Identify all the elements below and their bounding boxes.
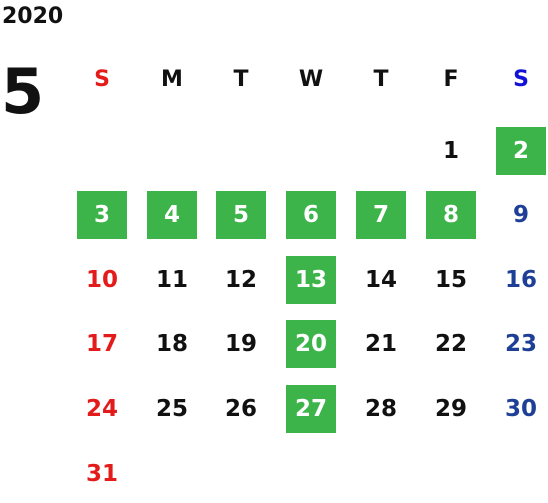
day-cell-10[interactable]: 10 (85, 266, 118, 293)
day-cell-14[interactable]: 14 (364, 266, 397, 293)
day-cell-25[interactable]: 25 (155, 395, 188, 422)
day-cell-13[interactable]: 13 (286, 256, 336, 304)
calendar-month: 5 (1, 55, 45, 128)
day-cell-16[interactable]: 16 (504, 266, 537, 293)
day-cell-7[interactable]: 7 (356, 191, 406, 239)
day-cell-29[interactable]: 29 (434, 395, 467, 422)
weekday-header-wed: W (298, 67, 324, 92)
day-cell-6[interactable]: 6 (286, 191, 336, 239)
weekday-header-thu: T (373, 67, 389, 92)
day-cell-28[interactable]: 28 (364, 395, 397, 422)
day-cell-3[interactable]: 3 (77, 191, 127, 239)
day-cell-27[interactable]: 27 (286, 385, 336, 433)
weekday-header-fri: F (443, 67, 459, 92)
day-cell-19[interactable]: 19 (224, 330, 257, 357)
day-cell-24[interactable]: 24 (85, 395, 118, 422)
day-cell-23[interactable]: 23 (504, 330, 537, 357)
day-cell-22[interactable]: 22 (434, 330, 467, 357)
weekday-header-tue: T (233, 67, 249, 92)
day-cell-11[interactable]: 11 (155, 266, 188, 293)
day-cell-5[interactable]: 5 (216, 191, 266, 239)
calendar-year: 2020 (2, 4, 64, 29)
day-cell-1[interactable]: 1 (442, 137, 459, 164)
day-cell-4[interactable]: 4 (147, 191, 197, 239)
day-cell-20[interactable]: 20 (286, 320, 336, 368)
day-cell-9[interactable]: 9 (512, 201, 529, 228)
weekday-header-sat: S (513, 67, 529, 92)
weekday-header-sun: S (94, 67, 110, 92)
day-cell-31[interactable]: 31 (85, 460, 118, 487)
day-cell-30[interactable]: 30 (504, 395, 537, 422)
weekday-header-mon: M (161, 67, 183, 92)
day-cell-12[interactable]: 12 (224, 266, 257, 293)
day-cell-26[interactable]: 26 (224, 395, 257, 422)
day-cell-2[interactable]: 2 (496, 127, 546, 175)
day-cell-21[interactable]: 21 (364, 330, 397, 357)
day-cell-17[interactable]: 17 (85, 330, 118, 357)
day-cell-18[interactable]: 18 (155, 330, 188, 357)
day-cell-8[interactable]: 8 (426, 191, 476, 239)
day-cell-15[interactable]: 15 (434, 266, 467, 293)
